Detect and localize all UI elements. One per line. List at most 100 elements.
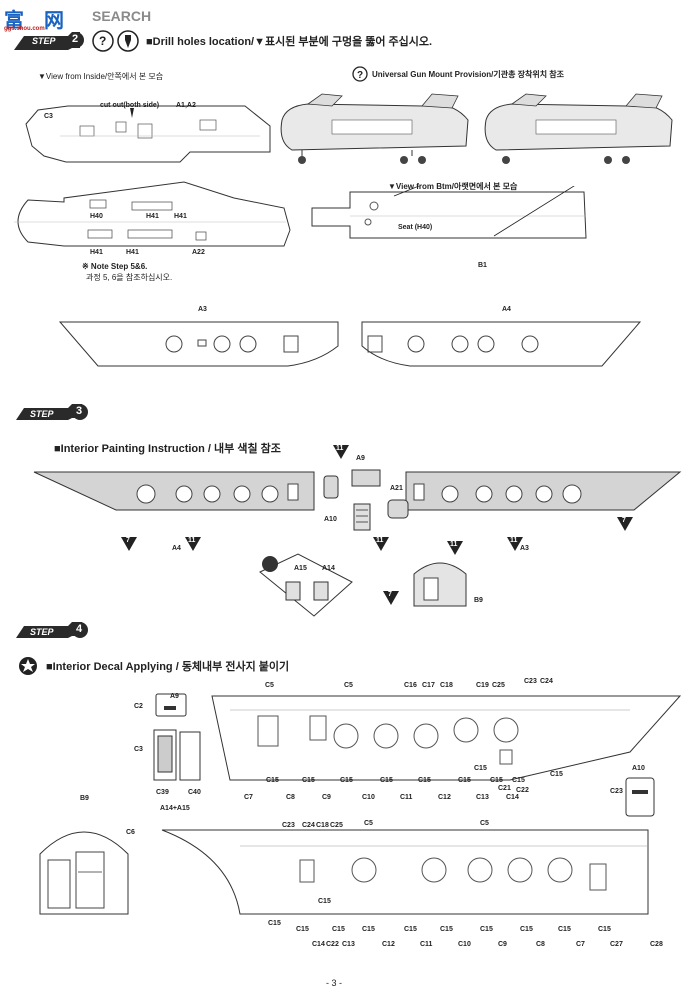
step3-title: ■Interior Painting Instruction / 내부 색칠 참…	[54, 443, 281, 455]
decal-label-bot-top: C24	[302, 822, 315, 829]
decal-label-bot-c: C28	[650, 941, 663, 948]
part-a10-drawing	[323, 475, 339, 499]
label-c40: C40	[188, 789, 201, 796]
view-from-btm-caption: ▼View from Btm/아랫면에서 본 모습	[388, 182, 518, 191]
label-c6: C6	[126, 829, 135, 836]
decal-part-a14-a15	[153, 729, 201, 781]
decal-star-icon	[19, 657, 37, 675]
watermark: 富 网 SEARCH ggs.shou.com	[4, 4, 164, 34]
color-11-label-4: 11	[510, 537, 518, 544]
decal-label-bot-c15: C15	[268, 920, 281, 927]
label-a21-step3: A21	[390, 485, 403, 492]
label-a3-step3: A3	[520, 545, 529, 552]
decal-label-top: C18	[440, 682, 453, 689]
step3-badge-label: STEP	[30, 409, 54, 419]
watermark-char1: 富	[4, 10, 24, 32]
decal-part-a10	[625, 777, 655, 817]
decal-panel-lower	[161, 829, 649, 915]
color-11-marker-2	[333, 445, 349, 459]
decal-label-c: C12	[438, 794, 451, 801]
drill-icons: ?	[92, 30, 139, 52]
label-a9-step4: A9	[170, 693, 179, 700]
decal-label-top: C5	[265, 682, 274, 689]
decal-panel-upper	[211, 695, 682, 781]
label-h41-b: H41	[174, 213, 187, 220]
interior-panel-right-painted	[405, 471, 682, 511]
decal-label-bot-top: C18	[316, 822, 329, 829]
decal-label-bot-c15: C15	[520, 926, 533, 933]
label-a22: A22	[192, 249, 205, 256]
color-7-label-2: 7	[622, 517, 626, 524]
note-step-56: ※ Note Step 5&6.	[82, 262, 148, 271]
label-a14a15: A14+A15	[160, 805, 190, 812]
decal-label-bot-c: C10	[458, 941, 471, 948]
decal-label-top: C24	[540, 678, 553, 685]
color-11-marker-1	[185, 537, 201, 551]
label-a10-step3: A10	[324, 516, 337, 523]
watermark-char2: 网	[44, 10, 64, 32]
decal-label-c15: C15	[302, 777, 315, 784]
decal-label-c22: C22	[516, 787, 529, 794]
step4-title: ■Interior Decal Applying / 동체내부 전사지 붙이기	[46, 661, 290, 673]
decal-label-c15: C15	[380, 777, 393, 784]
label-a3-step2: A3	[198, 306, 207, 313]
label-c2: C2	[134, 703, 143, 710]
wall-panel-a4-drawing	[361, 321, 642, 367]
wall-panel-a3-drawing	[58, 321, 339, 367]
decal-label-bot-c15: C15	[558, 926, 571, 933]
color-7-marker-3	[383, 591, 399, 605]
part-b9-drawing	[413, 562, 467, 607]
label-h41-c: H41	[90, 249, 103, 256]
color-7-marker-1	[121, 537, 137, 551]
decal-label-bot-c: C9	[498, 941, 507, 948]
label-a15-step3: A15	[294, 565, 307, 572]
decal-label-bot-c: C13	[342, 941, 355, 948]
label-c39: C39	[156, 789, 169, 796]
label-c23-a10: C23	[610, 788, 623, 795]
decal-label-bot-c15: C15	[318, 898, 331, 905]
step4-badge-label: STEP	[30, 627, 54, 637]
decal-label-c21: C21	[498, 785, 511, 792]
color-11-label-3: 11	[376, 537, 384, 544]
question-icon: ?	[352, 66, 368, 82]
decal-label-bot-c15: C15	[404, 926, 417, 933]
label-a4-step2: A4	[502, 306, 511, 313]
step2-title: ■Drill holes location/▼표시된 부분에 구멍을 뚫어 주십…	[146, 36, 433, 48]
decal-label-bot-c15: C15	[362, 926, 375, 933]
part-seat-drawing	[353, 503, 371, 531]
decal-label-bot-c: C15	[332, 926, 345, 933]
decal-label-c: C11	[400, 794, 413, 801]
color-11-label-5: 11	[450, 541, 458, 548]
step2-badge-number: 2	[72, 33, 79, 45]
decal-label-c: C10	[362, 794, 375, 801]
part-a9-drawing	[351, 469, 381, 487]
decal-part-a9	[155, 693, 187, 717]
decal-label-bot-c: C22	[326, 941, 339, 948]
helicopter-side-view-2	[484, 93, 673, 164]
color-7-label-3: 7	[388, 591, 392, 598]
gun-mount-caption: Universal Gun Mount Provision/기관총 장착위치 참…	[372, 70, 565, 79]
watermark-sub: ggs.shou.com	[4, 26, 45, 32]
label-c3-step4: C3	[134, 746, 143, 753]
decal-label-c: C14	[506, 794, 519, 801]
decal-label-c: C9	[322, 794, 331, 801]
decal-label-bot-c: C11	[420, 941, 433, 948]
helicopter-side-view-1	[280, 93, 469, 164]
step2-header: STEP 2 ? ■Drill holes location/▼표시된 부분에 …	[10, 28, 690, 58]
label-a1a2: A1,A2	[176, 102, 196, 109]
svg-text:?: ?	[357, 70, 363, 81]
color-11-marker-5	[447, 541, 463, 555]
label-c3-step2: C3	[44, 113, 53, 120]
decal-label-c: C8	[286, 794, 295, 801]
floor-part-drawing	[14, 181, 291, 247]
decal-label-top: C5	[344, 682, 353, 689]
step3-badge	[16, 404, 88, 420]
decal-label-bot-c15: C15	[440, 926, 453, 933]
decal-label-top: C17	[422, 682, 435, 689]
decal-label-top: C16	[404, 682, 417, 689]
interior-panel-left-painted	[33, 471, 315, 511]
label-a4-step3: A4	[172, 545, 181, 552]
step4-badge	[16, 622, 88, 638]
label-b9-step4: B9	[80, 795, 89, 802]
detail-a14-a15-callout	[259, 553, 353, 617]
